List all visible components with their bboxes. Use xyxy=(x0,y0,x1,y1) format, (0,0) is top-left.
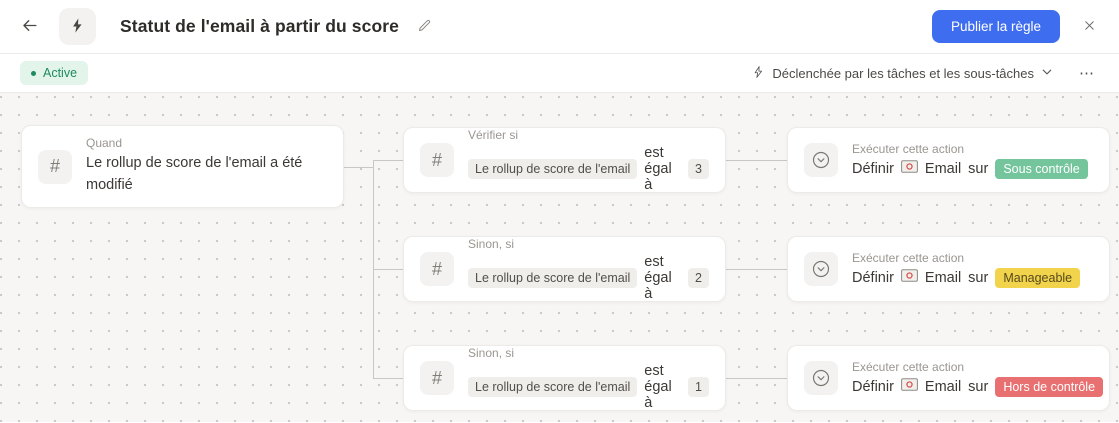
action-field[interactable]: Email xyxy=(924,269,962,286)
email-envelope-icon xyxy=(900,269,918,286)
dropdown-circle-icon xyxy=(804,252,838,286)
back-arrow-icon xyxy=(20,16,39,38)
email-envelope-icon xyxy=(900,160,918,177)
condition-field-chip[interactable]: Le rollup de score de l'email xyxy=(468,158,638,179)
top-bar: Statut de l'email à partir du score Publ… xyxy=(0,0,1119,54)
active-dot-icon xyxy=(31,70,36,76)
condition-label: Vérifier si xyxy=(468,127,519,142)
connector-action-1 xyxy=(726,160,787,161)
automation-canvas: # Quand Le rollup de score de l'email a … xyxy=(0,93,1119,422)
connector-action-3 xyxy=(726,378,787,379)
number-field-icon: # xyxy=(420,252,454,286)
connector-action-2 xyxy=(726,269,787,270)
action-verb: Définir xyxy=(852,160,894,177)
lightning-bolt-icon xyxy=(69,17,86,37)
condition-label: Sinon, si xyxy=(468,345,515,360)
condition-operator[interactable]: est égal à xyxy=(644,362,672,411)
status-bar: Active Déclenchée par les tâches et les … xyxy=(0,54,1119,93)
condition-card-2[interactable]: # Sinon, si Le rollup de score de l'emai… xyxy=(403,236,726,302)
active-label: Active xyxy=(43,66,78,80)
close-icon xyxy=(1082,18,1097,36)
action-verb: Définir xyxy=(852,269,894,286)
number-field-icon: # xyxy=(38,149,72,184)
connector-branch-3 xyxy=(373,378,403,379)
action-field[interactable]: Email xyxy=(924,160,962,177)
condition-card-1[interactable]: # Vérifier si Le rollup de score de l'em… xyxy=(403,127,726,193)
email-envelope-icon xyxy=(900,378,918,395)
action-card-2[interactable]: Exécuter cette action Définir Email sur … xyxy=(787,236,1110,302)
trigger-label: Quand xyxy=(86,136,123,151)
automation-type-button[interactable] xyxy=(59,8,96,45)
action-card-3[interactable]: Exécuter cette action Définir Email sur … xyxy=(787,345,1110,411)
status-badge[interactable]: Hors de contrôle xyxy=(995,376,1104,397)
trigger-card[interactable]: # Quand Le rollup de score de l'email a … xyxy=(21,125,344,208)
edit-title-button[interactable] xyxy=(413,14,436,40)
action-label: Exécuter cette action xyxy=(852,359,965,374)
condition-value-chip[interactable]: 2 xyxy=(688,267,709,288)
active-status-badge[interactable]: Active xyxy=(20,61,89,85)
ellipsis-icon: ⋯ xyxy=(1079,65,1095,82)
action-preposition: sur xyxy=(968,378,989,395)
action-verb: Définir xyxy=(852,378,894,395)
connector-branch-2 xyxy=(373,269,403,270)
action-preposition: sur xyxy=(968,160,989,177)
connector-trigger-out xyxy=(343,167,373,168)
pencil-icon xyxy=(417,18,432,36)
rule-title: Statut de l'email à partir du score xyxy=(120,16,399,36)
trigger-description: Le rollup de score de l'email a été modi… xyxy=(86,155,303,193)
dropdown-circle-icon xyxy=(804,143,838,177)
trigger-scope-dropdown[interactable]: Déclenchée par les tâches et les sous-tâ… xyxy=(752,65,1053,82)
back-button[interactable] xyxy=(16,12,43,42)
condition-field-chip[interactable]: Le rollup de score de l'email xyxy=(468,376,638,397)
publish-rule-button[interactable]: Publier la règle xyxy=(931,10,1060,43)
status-badge[interactable]: Manageable xyxy=(995,267,1081,288)
condition-operator[interactable]: est égal à xyxy=(644,144,672,193)
action-preposition: sur xyxy=(968,269,989,286)
dropdown-circle-icon xyxy=(804,361,838,395)
number-field-icon: # xyxy=(420,361,454,395)
lightning-outline-icon xyxy=(752,65,765,82)
trigger-scope-label: Déclenchée par les tâches et les sous-tâ… xyxy=(772,65,1034,81)
condition-field-chip[interactable]: Le rollup de score de l'email xyxy=(468,267,638,288)
connector-branch-1 xyxy=(373,160,403,161)
action-card-1[interactable]: Exécuter cette action Définir Email sur … xyxy=(787,127,1110,193)
action-label: Exécuter cette action xyxy=(852,250,965,265)
condition-value-chip[interactable]: 3 xyxy=(688,158,709,179)
condition-card-3[interactable]: # Sinon, si Le rollup de score de l'emai… xyxy=(403,345,726,411)
number-field-icon: # xyxy=(420,143,454,177)
condition-operator[interactable]: est égal à xyxy=(644,253,672,302)
status-badge[interactable]: Sous contrôle xyxy=(995,158,1088,179)
condition-value-chip[interactable]: 1 xyxy=(688,376,709,397)
more-options-button[interactable]: ⋯ xyxy=(1079,64,1095,82)
action-field[interactable]: Email xyxy=(924,378,962,395)
close-button[interactable] xyxy=(1078,14,1101,40)
action-label: Exécuter cette action xyxy=(852,141,965,156)
chevron-down-icon xyxy=(1041,66,1053,81)
condition-label: Sinon, si xyxy=(468,236,515,251)
